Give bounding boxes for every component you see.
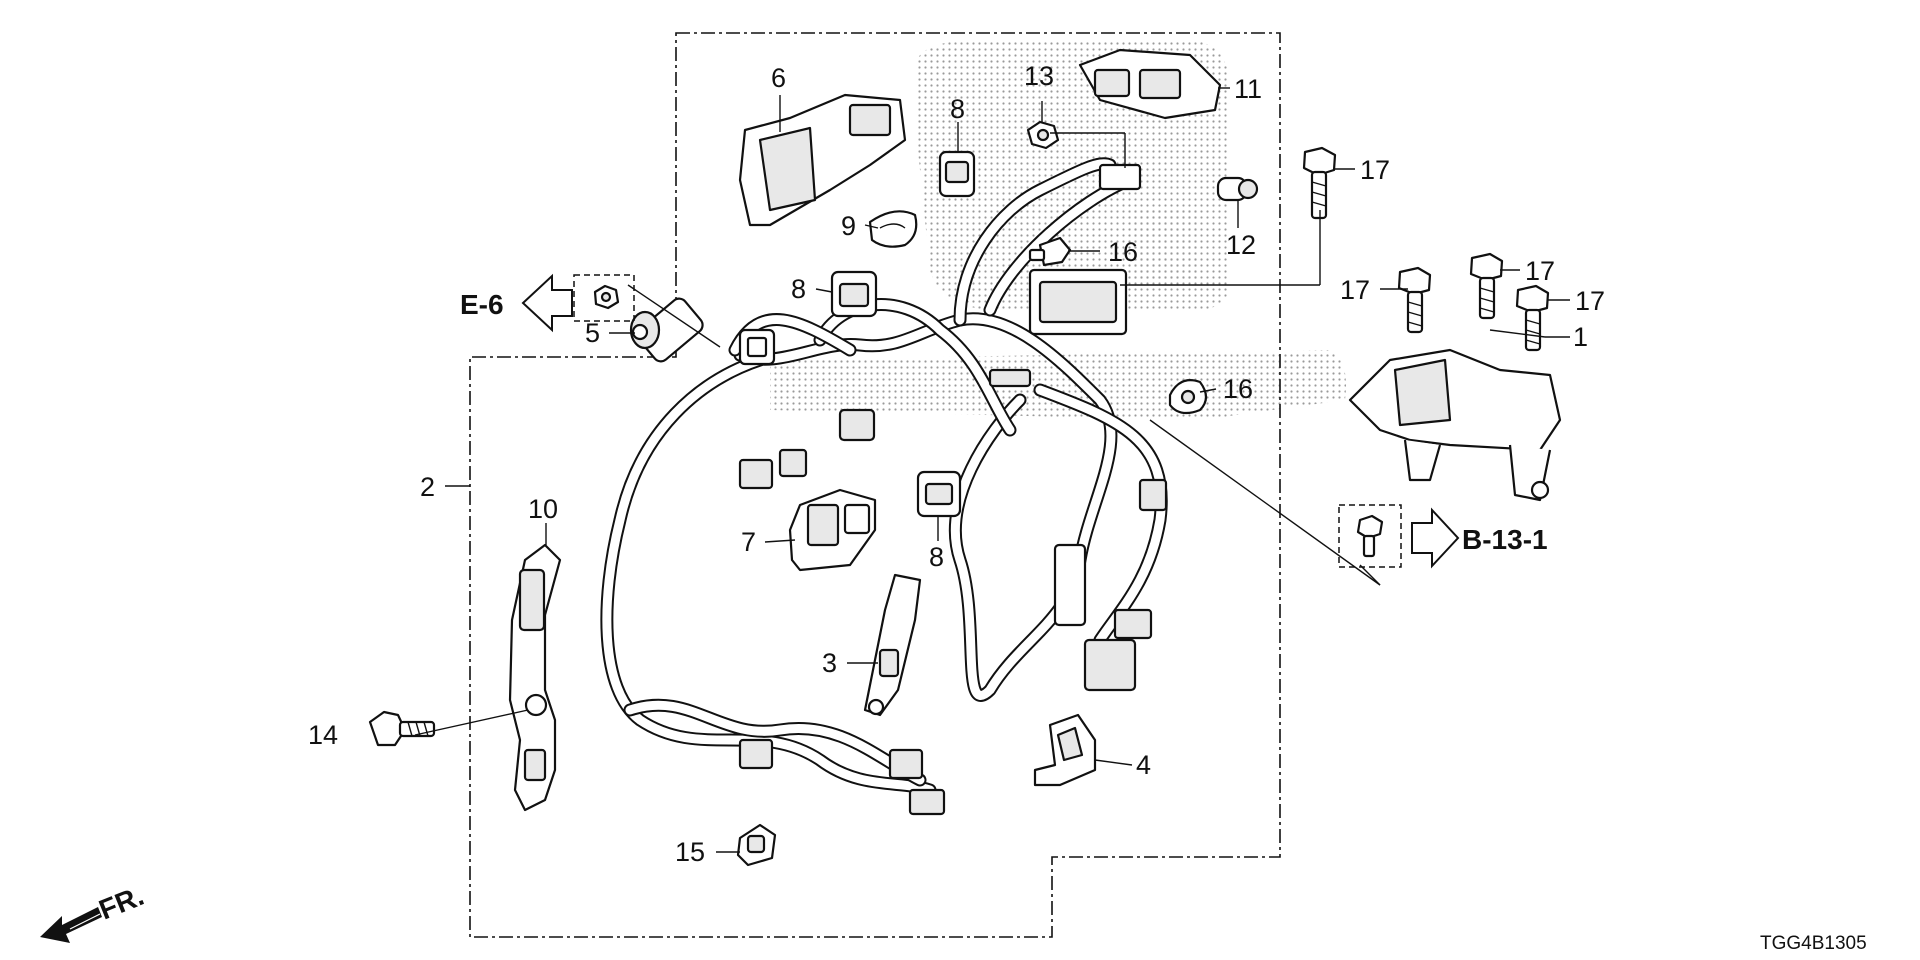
callout-8a: 8 [950, 94, 965, 124]
part-8-cap-a [938, 150, 976, 198]
callout-2: 2 [420, 472, 435, 502]
callout-6: 6 [771, 63, 786, 93]
callout-13: 13 [1024, 61, 1054, 91]
part-12-clip [1216, 176, 1259, 202]
b13-reference-box [1338, 504, 1402, 568]
part-5-connector [629, 297, 704, 363]
callout-15: 15 [675, 837, 705, 867]
reference-b13-1: B-13-1 [1462, 524, 1548, 555]
b13-arrow-icon [1411, 507, 1460, 569]
callout-1: 1 [1573, 322, 1588, 352]
callout-16b: 16 [1223, 374, 1253, 404]
reference-e6: E-6 [460, 289, 504, 320]
part-14-bolt [368, 710, 436, 747]
part-6-module [738, 93, 907, 227]
wire-harness [600, 157, 1168, 797]
part-4-bracket [1033, 713, 1097, 787]
part-8-cap-b [830, 270, 878, 318]
part-3-bracket [863, 573, 922, 717]
part-9-clip [868, 210, 918, 248]
assembly-boundary [469, 32, 1281, 938]
callout-14: 14 [308, 720, 338, 750]
callout-3: 3 [822, 648, 837, 678]
diagram-code: TGG4B1305 [1760, 933, 1867, 954]
callout-9: 9 [841, 211, 856, 241]
part-17-bolt-a [1302, 146, 1337, 220]
part-10-bracket [508, 543, 562, 812]
part-13-nut [1026, 120, 1060, 150]
part-15-clip [736, 823, 777, 867]
callout-7: 7 [741, 527, 756, 557]
callout-16a: 16 [1108, 237, 1138, 267]
front-direction-arrow-icon [40, 904, 102, 943]
callout-17c: 17 [1525, 256, 1555, 286]
callout-17a: 17 [1360, 155, 1390, 185]
callout-11: 11 [1234, 74, 1262, 104]
part-16-clip-a [1028, 236, 1072, 267]
part-11-cover [1078, 48, 1222, 120]
part-16-clip-b [1168, 379, 1208, 415]
part-17-bolt-c [1469, 252, 1504, 320]
callout-4: 4 [1136, 750, 1151, 780]
part-1-junction-box [1348, 348, 1562, 502]
part-8-cap-c [916, 470, 962, 518]
part-7-connector [788, 488, 877, 572]
front-label: FR. [95, 880, 148, 926]
part-17-bolt-d [1515, 284, 1550, 352]
e6-reference-box [573, 274, 635, 322]
callout-17b: 17 [1340, 275, 1370, 305]
callout-5: 5 [585, 318, 600, 348]
callout-12: 12 [1226, 230, 1256, 260]
callout-17d: 17 [1575, 286, 1605, 316]
leader-lines [414, 87, 1570, 853]
part-17-bolt-b [1397, 266, 1432, 334]
e6-arrow-icon [521, 273, 573, 333]
callout-8c: 8 [929, 542, 944, 572]
harness-connectors [738, 163, 1168, 816]
callout-8b: 8 [791, 274, 806, 304]
callout-10: 10 [528, 494, 558, 524]
callout-labels: 1 2 3 4 5 6 7 8 8 8 9 10 11 12 13 14 15 … [308, 61, 1605, 867]
